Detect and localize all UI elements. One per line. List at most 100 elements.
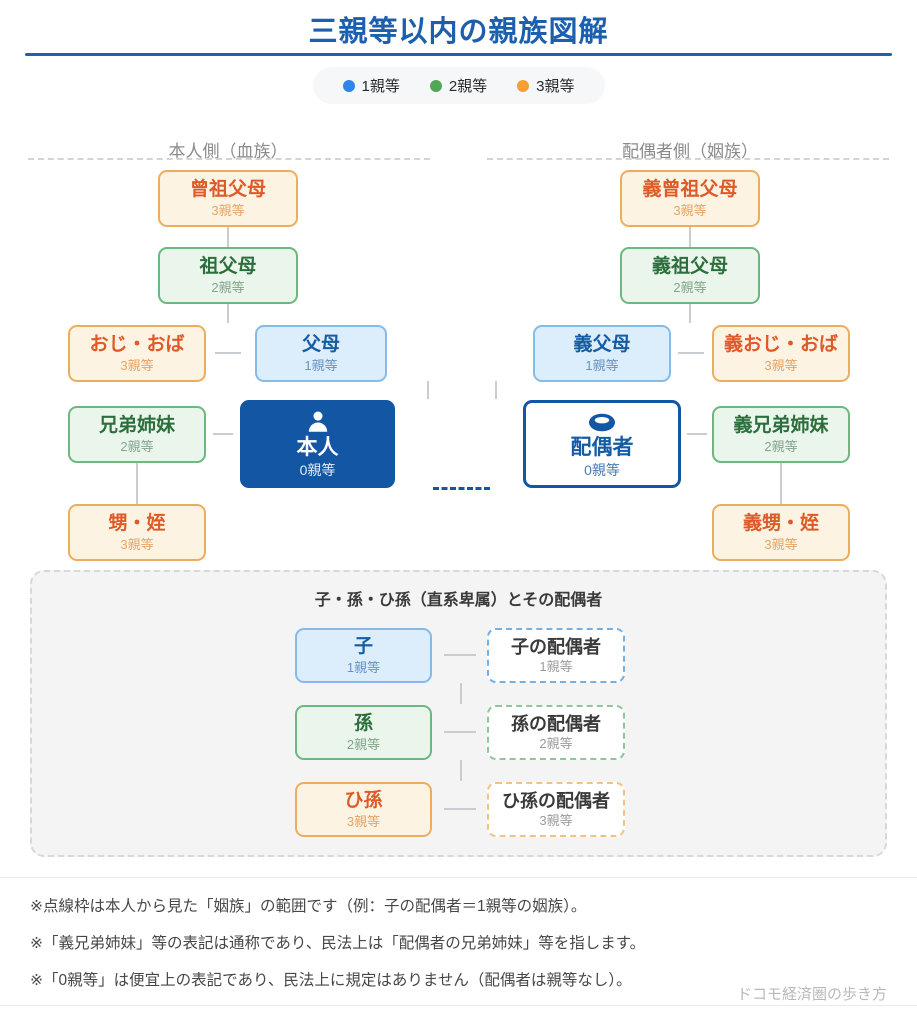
node-label: 義祖父母: [651, 255, 728, 277]
node-nephew-niece: 甥・姪 3親等: [68, 504, 206, 561]
node-label: 義父母: [573, 333, 631, 355]
node-siblings: 兄弟姉妹 2親等: [68, 406, 206, 463]
node-degree: 3親等: [211, 202, 245, 218]
node-great-grandparents-in-law: 義曾祖父母 3親等: [620, 170, 760, 227]
connector-line: [213, 433, 233, 435]
node-label: 義兄弟姉妹: [733, 414, 829, 436]
node-siblings-in-law: 義兄弟姉妹 2親等: [712, 406, 850, 463]
node-child: 子 1親等: [295, 628, 432, 683]
node-degree: 2親等: [673, 279, 707, 295]
node-label: おじ・おば: [89, 333, 185, 355]
section-header-blood-relatives: 本人側（血族）: [168, 142, 288, 161]
section-header-in-laws: 配偶者側（姻族）: [622, 142, 758, 161]
node-label: 子: [353, 635, 373, 657]
node-degree: 2親等: [764, 438, 798, 454]
degree-legend: 1親等 2親等 3親等: [312, 67, 605, 104]
node-label: 曾祖父母: [189, 178, 266, 200]
ring-icon: [587, 409, 617, 435]
connector-line: [136, 463, 138, 504]
footnotes: ※点線枠は本人から見た「姻族」の範囲です（例：子の配偶者＝1親等の姻族）。 ※「…: [30, 888, 890, 999]
node-nephew-niece-in-law: 義甥・姪 3親等: [712, 504, 850, 561]
node-parents-in-law: 義父母 1親等: [533, 325, 671, 382]
node-label: 義曾祖父母: [642, 178, 738, 200]
section-divider-right: [487, 158, 889, 160]
connector-line: [687, 433, 707, 435]
legend-label: 3親等: [536, 78, 575, 95]
node-self: 本人 0親等: [240, 400, 395, 488]
connector-line: [780, 463, 782, 504]
node-degree: 3親等: [539, 813, 573, 829]
node-degree: 1親等: [585, 357, 619, 373]
connector-line: [227, 304, 229, 323]
legend-item-degree1: 1親等: [342, 75, 400, 96]
node-uncle-aunt: おじ・おば 3親等: [68, 325, 206, 382]
person-icon: [305, 409, 331, 435]
node-label: 甥・姪: [108, 512, 166, 534]
node-degree: 3親等: [346, 813, 381, 829]
node-degree: 2親等: [211, 279, 245, 295]
connector-line: [689, 227, 691, 247]
node-degree: 3親等: [673, 202, 707, 218]
node-label: 本人: [296, 436, 339, 460]
node-label: 子の配偶者: [511, 636, 601, 657]
node-great-grandchild: ひ孫 3親等: [295, 782, 432, 837]
footnote: ※点線枠は本人から見た「姻族」の範囲です（例：子の配偶者＝1親等の姻族）。: [30, 898, 587, 915]
descendants-title: 子・孫・ひ孫（直系卑属）とその配偶者: [314, 592, 603, 609]
node-spouse: 配偶者 0親等: [523, 400, 681, 488]
connector-line: [460, 683, 462, 704]
node-label: 祖父母: [199, 255, 257, 277]
node-grandparents: 祖父母 2親等: [158, 247, 298, 304]
legend-item-degree2: 2親等: [429, 75, 488, 96]
connector-line: [427, 381, 429, 399]
node-label: 義おじ・おば: [723, 333, 838, 355]
node-grandparents-in-law: 義祖父母 2親等: [620, 247, 760, 304]
credit-text: ドコモ経済圏の歩き方: [736, 986, 887, 1003]
connector-line: [689, 304, 691, 323]
page-title: 三親等以内の親族図解: [308, 16, 609, 48]
node-degree: 2親等: [120, 438, 154, 454]
legend-item-degree3: 3親等: [517, 75, 575, 96]
node-label: 配偶者: [570, 436, 634, 460]
footer-divider: [0, 877, 917, 878]
node-label: 義甥・姪: [742, 512, 819, 534]
title-underline: [25, 53, 892, 56]
node-degree: 1親等: [539, 659, 573, 675]
connector-line: [444, 808, 476, 810]
connector-line: [444, 731, 476, 733]
descendants-panel: [30, 570, 887, 857]
footnote: ※「0親等」は便宜上の表記であり、民法上に規定はありません（配偶者は親等なし）。: [30, 972, 632, 989]
node-degree: 1親等: [346, 659, 381, 675]
node-grandchild: 孫 2親等: [295, 705, 432, 760]
legend-label: 1親等: [361, 78, 400, 95]
node-parents: 父母 1親等: [255, 325, 387, 382]
node-grandchild-spouse: 孫の配偶者 2親等: [487, 705, 625, 760]
node-great-grandparents: 曾祖父母 3親等: [158, 170, 298, 227]
connector-line: [227, 227, 229, 247]
node-degree: 0親等: [299, 462, 336, 479]
node-degree: 0親等: [584, 462, 620, 479]
connector-line: [678, 352, 704, 354]
degree3-dot-icon: [517, 79, 530, 92]
node-degree: 1親等: [304, 357, 338, 373]
node-child-spouse: 子の配偶者 1親等: [487, 628, 625, 683]
connector-line: [215, 352, 241, 354]
degree2-dot-icon: [429, 79, 442, 92]
connector-line: [495, 381, 497, 399]
node-great-grandchild-spouse: ひ孫の配偶者 3親等: [487, 782, 625, 837]
node-label: 父母: [301, 333, 340, 355]
node-degree: 3親等: [120, 536, 154, 552]
node-degree: 2親等: [346, 736, 381, 752]
section-divider-left: [28, 158, 430, 160]
degree1-dot-icon: [342, 79, 355, 92]
node-label: 孫: [353, 712, 373, 734]
legend-label: 2親等: [448, 78, 488, 95]
connector-line: [444, 654, 476, 656]
connector-line: [460, 760, 462, 781]
node-uncle-aunt-in-law: 義おじ・おば 3親等: [712, 325, 850, 382]
node-label: ひ孫の配偶者: [502, 790, 610, 811]
node-label: 兄弟姉妹: [98, 414, 175, 436]
bottom-divider: [0, 1005, 917, 1006]
node-label: ひ孫: [344, 789, 383, 811]
node-degree: 3親等: [764, 536, 798, 552]
